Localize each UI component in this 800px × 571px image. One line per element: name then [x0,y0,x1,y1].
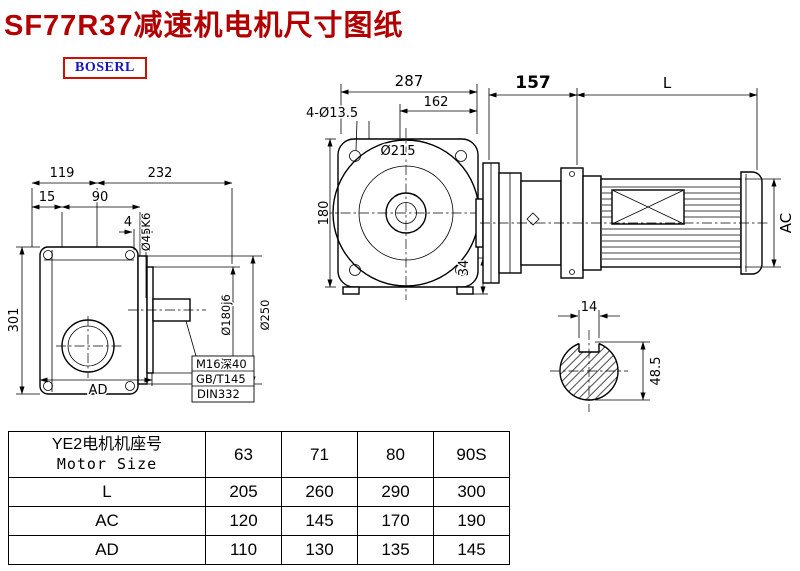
dim-232: 232 [148,166,173,181]
table-cell: 300 [433,477,510,507]
table-header-row: YE2电机机座号 Motor Size 63 71 80 90S [8,431,510,478]
row-label: L [8,477,206,507]
bolt-hole [455,264,467,276]
foot-right [456,286,474,295]
technical-drawing: Ø215 287 162 4-Ø13.5 180 34 [6,71,797,412]
dim-119: 119 [50,166,75,181]
dim-90: 90 [92,190,109,205]
note-standard-2: DIN332 [197,387,240,401]
left-view-dimensions: 119 232 15 90 4 301 AD Ø45K6 Ø180j6 Ø250 [6,165,273,403]
table-cell: 260 [281,477,358,507]
bolt-hole [349,264,361,276]
side-view [475,162,770,284]
dim-14: 14 [581,300,598,315]
row-label: AD [8,535,206,565]
row-label: AC [8,506,206,536]
table-row-L: L 205 260 290 300 [8,477,510,507]
dim-34: 34 [457,260,472,277]
dim-bolt-holes: 4-Ø13.5 [306,106,358,121]
table-header-label: YE2电机机座号 Motor Size [8,431,206,478]
dim-d215: Ø215 [380,144,415,159]
table-cell: 290 [357,477,434,507]
bolt-hole [125,250,135,260]
bolt-hole [43,250,53,260]
table-cell: 120 [205,506,282,536]
side-view-dimensions: 157 L AC [488,72,797,268]
dim-4: 4 [124,215,132,230]
table-row-AD: AD 110 130 135 145 [8,535,510,565]
motor-size-90s: 90S [433,431,510,478]
thread-note-box [191,355,255,403]
note-standard-1: GB/T145 [196,372,246,386]
motor-size-63: 63 [205,431,282,478]
dim-L: L [663,74,672,92]
shaft-section: 14 48.5 [550,299,666,412]
table-cell: 205 [205,477,282,507]
table-cell: 145 [281,506,358,536]
dim-d45: Ø45K6 [139,213,153,252]
dim-48-5: 48.5 [649,357,664,386]
table-cell: 190 [433,506,510,536]
motor-size-table: YE2电机机座号 Motor Size 63 71 80 90S L 205 2… [8,431,510,565]
front-view: Ø215 [322,128,492,300]
note-thread: M16深40 [196,357,247,371]
front-view-dimensions: 287 162 4-Ø13.5 180 34 [305,71,488,295]
dim-301: 301 [7,308,22,333]
header-label-cn: YE2电机机座号 [51,436,163,453]
brand-logo: BOSERL [63,57,147,79]
dim-287: 287 [395,72,424,90]
dim-AC: AC [777,213,795,233]
table-cell: 110 [205,535,282,565]
table-row-AC: AC 120 145 170 190 [8,506,510,536]
dim-15: 15 [39,190,56,205]
table-cell: 130 [281,535,358,565]
dim-d250: Ø250 [258,299,272,330]
bolt-hole [349,150,361,162]
table-cell: 145 [433,535,510,565]
motor-size-71: 71 [281,431,358,478]
dim-157: 157 [515,73,551,93]
motor-size-80: 80 [357,431,434,478]
table-cell: 135 [357,535,434,565]
dim-d180: Ø180j6 [219,294,233,336]
header-label-en: Motor Size [56,455,158,473]
dim-AD: AD [89,383,108,398]
dim-180: 180 [317,201,332,226]
page-title: SF77R37减速机电机尺寸图纸 [4,10,404,42]
left-view [39,246,206,395]
bolt-hole [455,150,467,162]
dim-162: 162 [424,95,449,110]
table-cell: 170 [357,506,434,536]
foot-left [342,286,360,295]
